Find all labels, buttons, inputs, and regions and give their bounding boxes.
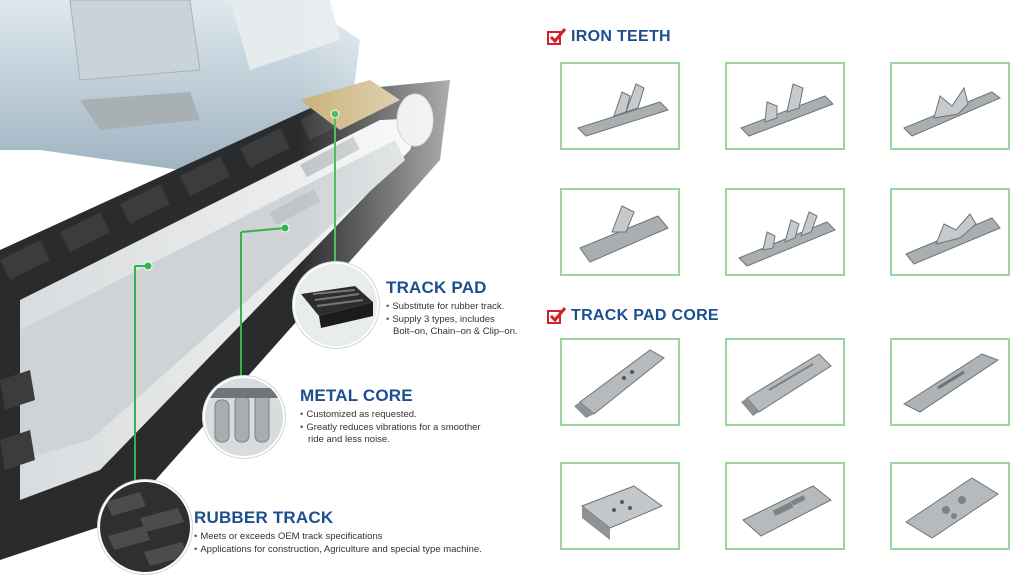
- section-title-iron-teeth: IRON TEETH: [547, 28, 671, 46]
- iron-tooth-image: [903, 86, 1001, 137]
- bullet-dot-icon: •: [194, 543, 198, 555]
- feature-bullet: •Supply 3 types, includes: [386, 313, 495, 325]
- pad-core-card[interactable]: [725, 462, 845, 550]
- iron-tooth-card[interactable]: [725, 62, 845, 150]
- red-checkbox-icon: [547, 28, 567, 45]
- parts-catalog: IRON TEETH TRACK PAD CORE: [545, 0, 1030, 577]
- bullet-dot-icon: •: [386, 301, 390, 312]
- feature-bullet: •Substitute for rubber track.: [386, 301, 505, 312]
- pad-core-card[interactable]: [890, 338, 1010, 426]
- metal-core-detail-image: [203, 376, 285, 458]
- pad-core-image: [741, 353, 832, 416]
- feature-rubber-track: RUBBER TRACK •Meets or exceeds OEM track…: [194, 508, 482, 556]
- iron-tooth-card[interactable]: [560, 62, 680, 150]
- feature-title: METAL CORE: [300, 386, 413, 405]
- pad-core-image: [905, 477, 999, 539]
- excavator-track-illustration: [0, 0, 545, 577]
- pad-core-image: [580, 485, 664, 540]
- iron-tooth-card[interactable]: [890, 62, 1010, 150]
- feature-title: TRACK PAD: [386, 278, 487, 297]
- pad-core-image: [574, 349, 665, 418]
- feature-title: RUBBER TRACK: [194, 508, 334, 527]
- bullet-dot-icon: •: [300, 409, 304, 420]
- iron-tooth-card[interactable]: [725, 188, 845, 276]
- iron-tooth-image: [905, 213, 1001, 265]
- rubber-track-detail-image: [98, 480, 192, 574]
- iron-tooth-image: [579, 205, 669, 263]
- feature-bullet: •Applications for construction, Agricult…: [194, 543, 482, 555]
- pad-core-image: [742, 485, 832, 537]
- iron-tooth-card[interactable]: [890, 188, 1010, 276]
- feature-track-pad: TRACK PAD •Substitute for rubber track. …: [386, 278, 518, 339]
- pad-core-card[interactable]: [560, 462, 680, 550]
- iron-tooth-image: [738, 211, 836, 267]
- feature-metal-core: METAL CORE •Customized as requested. •Gr…: [300, 386, 481, 447]
- section-title-track-pad-core: TRACK PAD CORE: [547, 307, 719, 325]
- pad-core-image: [902, 353, 1000, 413]
- iron-tooth-image: [577, 83, 669, 137]
- pad-core-card[interactable]: [560, 338, 680, 426]
- feature-bullet: •Meets or exceeds OEM track specificatio…: [194, 531, 383, 542]
- bullet-dot-icon: •: [300, 421, 304, 433]
- iron-tooth-card[interactable]: [560, 188, 680, 276]
- bullet-dot-icon: •: [194, 531, 198, 542]
- feature-bullet: ride and less noise.: [308, 434, 390, 445]
- bullet-dot-icon: •: [386, 313, 390, 325]
- track-pad-detail-image: [293, 262, 379, 348]
- feature-bullet: •Greatly reduces vibrations for a smooth…: [300, 421, 481, 433]
- red-checkbox-icon: [547, 307, 567, 324]
- feature-bullet: Bolt–on, Chain–on & Clip–on.: [393, 326, 518, 337]
- iron-tooth-image: [740, 83, 834, 137]
- pad-core-card[interactable]: [890, 462, 1010, 550]
- pad-core-card[interactable]: [725, 338, 845, 426]
- feature-bullet: •Customized as requested.: [300, 409, 417, 420]
- product-illustration: TRACK PAD •Substitute for rubber track. …: [0, 0, 545, 577]
